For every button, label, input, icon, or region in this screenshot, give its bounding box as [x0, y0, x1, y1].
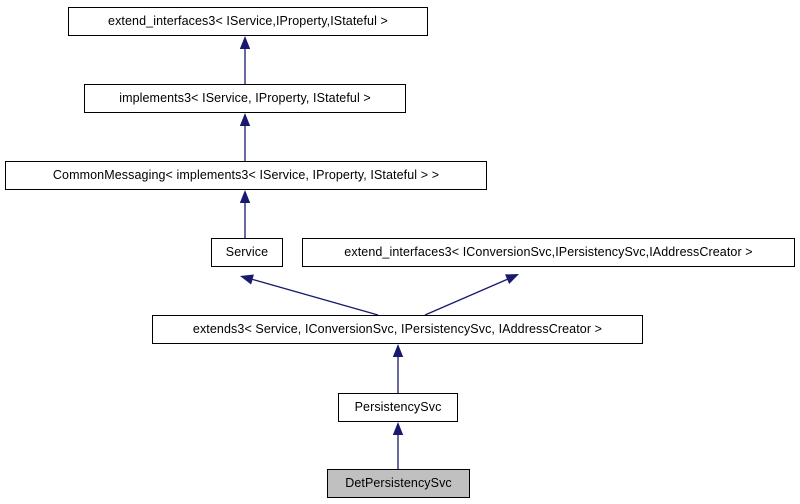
- edge-extends3-to-extend_interfaces3-conversion: [424, 274, 519, 316]
- arrowhead-icon: [240, 274, 254, 285]
- arrowhead-icon: [239, 190, 251, 203]
- class-node-service[interactable]: Service: [211, 238, 283, 267]
- class-node-implements3-service[interactable]: implements3< IService, IProperty, IState…: [84, 84, 406, 113]
- edge-service-to-commonmessaging: [239, 190, 251, 238]
- class-node-extends3-service[interactable]: extends3< Service, IConversionSvc, IPers…: [152, 315, 643, 344]
- class-node-label: implements3< IService, IProperty, IState…: [119, 91, 371, 106]
- class-node-label: Service: [225, 245, 269, 260]
- class-node-det-persistency-svc[interactable]: DetPersistencySvc: [327, 469, 470, 498]
- class-node-label: CommonMessaging< implements3< IService, …: [52, 168, 440, 183]
- edge-persistencysvc-to-extends3: [392, 344, 404, 393]
- arrowhead-icon: [239, 36, 251, 49]
- arrowhead-icon: [392, 344, 404, 357]
- edge-implements3-to-extend_interfaces3: [239, 36, 251, 84]
- arrowhead-icon: [239, 113, 251, 126]
- class-node-label: PersistencySvc: [354, 400, 442, 415]
- class-node-label: extend_interfaces3< IService,IProperty,I…: [108, 14, 388, 29]
- class-node-extend-interfaces3-service[interactable]: extend_interfaces3< IService,IProperty,I…: [68, 7, 428, 36]
- edge-line: [424, 278, 509, 316]
- class-node-extend-interfaces3-conversion[interactable]: extend_interfaces3< IConversionSvc,IPers…: [302, 238, 795, 267]
- edge-line: [250, 278, 379, 316]
- edge-commonmessaging-to-implements3: [239, 113, 251, 161]
- class-node-label: extend_interfaces3< IConversionSvc,IPers…: [344, 245, 753, 260]
- arrowhead-icon: [505, 274, 519, 284]
- edge-detpersistencysvc-to-persistencysvc: [392, 422, 404, 469]
- class-node-persistency-svc[interactable]: PersistencySvc: [338, 393, 458, 422]
- edge-extends3-to-service: [240, 274, 379, 316]
- arrowhead-icon: [392, 422, 404, 435]
- class-node-label: DetPersistencySvc: [345, 476, 452, 491]
- class-node-common-messaging[interactable]: CommonMessaging< implements3< IService, …: [5, 161, 487, 190]
- class-node-label: extends3< Service, IConversionSvc, IPers…: [192, 322, 603, 337]
